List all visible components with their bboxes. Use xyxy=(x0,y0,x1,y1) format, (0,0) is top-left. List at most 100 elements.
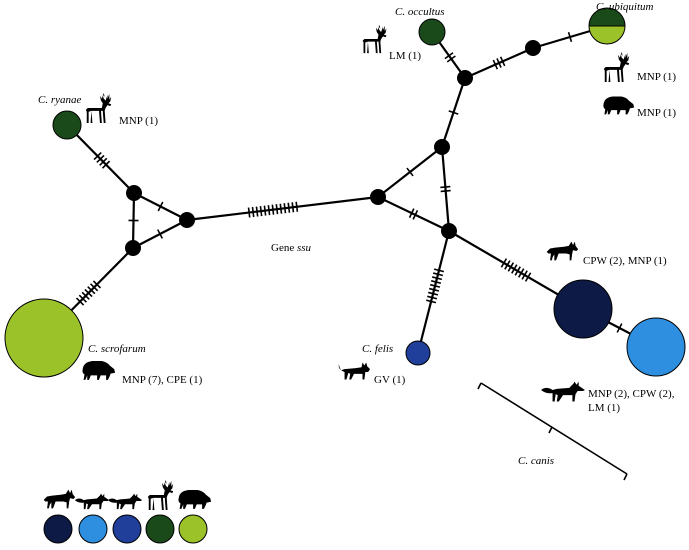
legend-swatch-wolf xyxy=(43,514,73,544)
mutation-tick xyxy=(428,291,439,296)
mutation-tick xyxy=(500,258,508,268)
mutation-tick xyxy=(275,204,279,215)
haplotype-node-canis-fox[interactable] xyxy=(626,317,686,377)
count-label-ryanae: MNP (1) xyxy=(119,115,158,127)
mutation-tick xyxy=(440,189,451,193)
mutation-tick xyxy=(90,283,99,292)
mutation-tick xyxy=(157,201,164,212)
mutation-tick xyxy=(499,56,506,67)
median-vector xyxy=(126,185,142,201)
mutation-tick xyxy=(271,204,275,215)
edge-j5-j6 xyxy=(440,146,451,232)
haplotype-node-canis-wolf[interactable] xyxy=(553,279,613,339)
mutation-ticks xyxy=(75,31,623,333)
mutation-tick xyxy=(408,208,415,218)
mutation-tick xyxy=(92,280,102,289)
legend-swatch-deer xyxy=(145,514,175,544)
mutation-tick xyxy=(514,266,521,276)
mutation-tick xyxy=(251,206,255,218)
mutation-tick xyxy=(87,286,96,295)
mutation-tick xyxy=(84,288,93,298)
count-label-scrofarum: MNP (7), CPE (1) xyxy=(122,374,203,386)
mutation-tick xyxy=(279,203,283,214)
mutation-tick xyxy=(440,185,451,189)
mutation-tick xyxy=(492,59,499,70)
boar-icon xyxy=(82,361,116,380)
deer-icon xyxy=(147,479,174,511)
count-label-ubiquitum-boar: MNP (1) xyxy=(637,107,676,119)
mutation-tick xyxy=(78,294,87,303)
mutation-tick xyxy=(430,280,442,285)
species-label-ubiquitum: C. ubiquitum xyxy=(596,1,654,13)
count-label-occultus: LM (1) xyxy=(389,50,421,62)
wolf-icon xyxy=(546,241,579,261)
edge-j6-felis xyxy=(416,230,451,354)
median-vector xyxy=(457,70,473,86)
mutation-tick xyxy=(567,31,573,43)
mutation-tick xyxy=(255,206,259,217)
mutation-tick xyxy=(444,52,454,60)
mutation-tick xyxy=(295,201,299,212)
mutation-tick xyxy=(507,262,515,272)
mutation-tick xyxy=(433,268,445,273)
haplotype-node-felis[interactable] xyxy=(405,340,431,366)
mutation-tick xyxy=(101,160,111,169)
edge-j4-j6 xyxy=(377,196,450,232)
canis-bracket xyxy=(477,382,628,481)
haplotype-node-ryanae[interactable] xyxy=(52,110,82,140)
mutation-tick xyxy=(247,207,251,218)
mutation-tick xyxy=(429,287,440,292)
boar-icon xyxy=(178,490,212,509)
median-vector xyxy=(441,223,457,239)
legend-swatch-cat xyxy=(112,514,142,544)
mutation-tick xyxy=(448,110,459,115)
mutation-tick xyxy=(99,157,108,166)
mutation-tick xyxy=(96,154,105,164)
haplotype-nodes xyxy=(4,7,686,378)
mutation-tick xyxy=(263,205,267,216)
legend-icons xyxy=(43,479,212,511)
median-vectors xyxy=(125,40,541,256)
mutation-tick xyxy=(504,260,511,270)
mutation-tick xyxy=(524,272,532,282)
mutation-tick xyxy=(431,276,443,281)
fox-icon xyxy=(107,493,143,510)
median-vector xyxy=(525,40,541,56)
mutation-tick xyxy=(412,210,419,220)
species-label-occultus: C. occultus xyxy=(395,6,445,18)
count-label-canis-fox-line2: LM (1) xyxy=(588,402,620,414)
network-animal-icons xyxy=(82,24,635,402)
wolf-icon xyxy=(43,489,76,509)
count-label-canis-fox-line1: MNP (2), CPW (2), xyxy=(588,388,675,400)
haplotype-node-occultus[interactable] xyxy=(418,18,446,46)
legend-swatches xyxy=(43,514,208,544)
mutation-tick xyxy=(259,206,263,217)
haplotype-node-scrofarum[interactable] xyxy=(4,298,84,378)
species-label-canis: C. canis xyxy=(518,455,554,467)
mutation-tick xyxy=(430,283,441,288)
haplotype-node-ubiquitum[interactable] xyxy=(588,7,626,45)
legend-swatch-boar xyxy=(178,514,208,544)
count-label-canis-wolf: CPW (2), MNP (1) xyxy=(583,255,667,267)
mutation-tick xyxy=(432,272,444,277)
mutation-tick xyxy=(426,299,437,304)
boar-icon xyxy=(603,96,635,115)
species-label-ryanae: C. ryanae xyxy=(38,94,82,106)
cat-icon xyxy=(338,362,371,380)
species-label-scrofarum: C. scrofarum xyxy=(88,343,146,355)
mutation-tick xyxy=(81,291,90,300)
fox-icon xyxy=(541,381,585,402)
legend xyxy=(43,479,212,544)
deer-icon xyxy=(603,51,630,83)
deer-icon xyxy=(85,92,112,124)
fox-icon xyxy=(74,493,110,510)
edge-j3-j4 xyxy=(186,195,379,222)
mutation-tick xyxy=(287,202,291,213)
mutation-tick xyxy=(93,152,102,161)
count-label-felis: GV (1) xyxy=(374,374,406,386)
mutation-tick xyxy=(511,264,518,274)
legend-swatch-fox xyxy=(78,514,108,544)
mutation-tick xyxy=(406,167,414,177)
deer-icon xyxy=(362,24,387,54)
